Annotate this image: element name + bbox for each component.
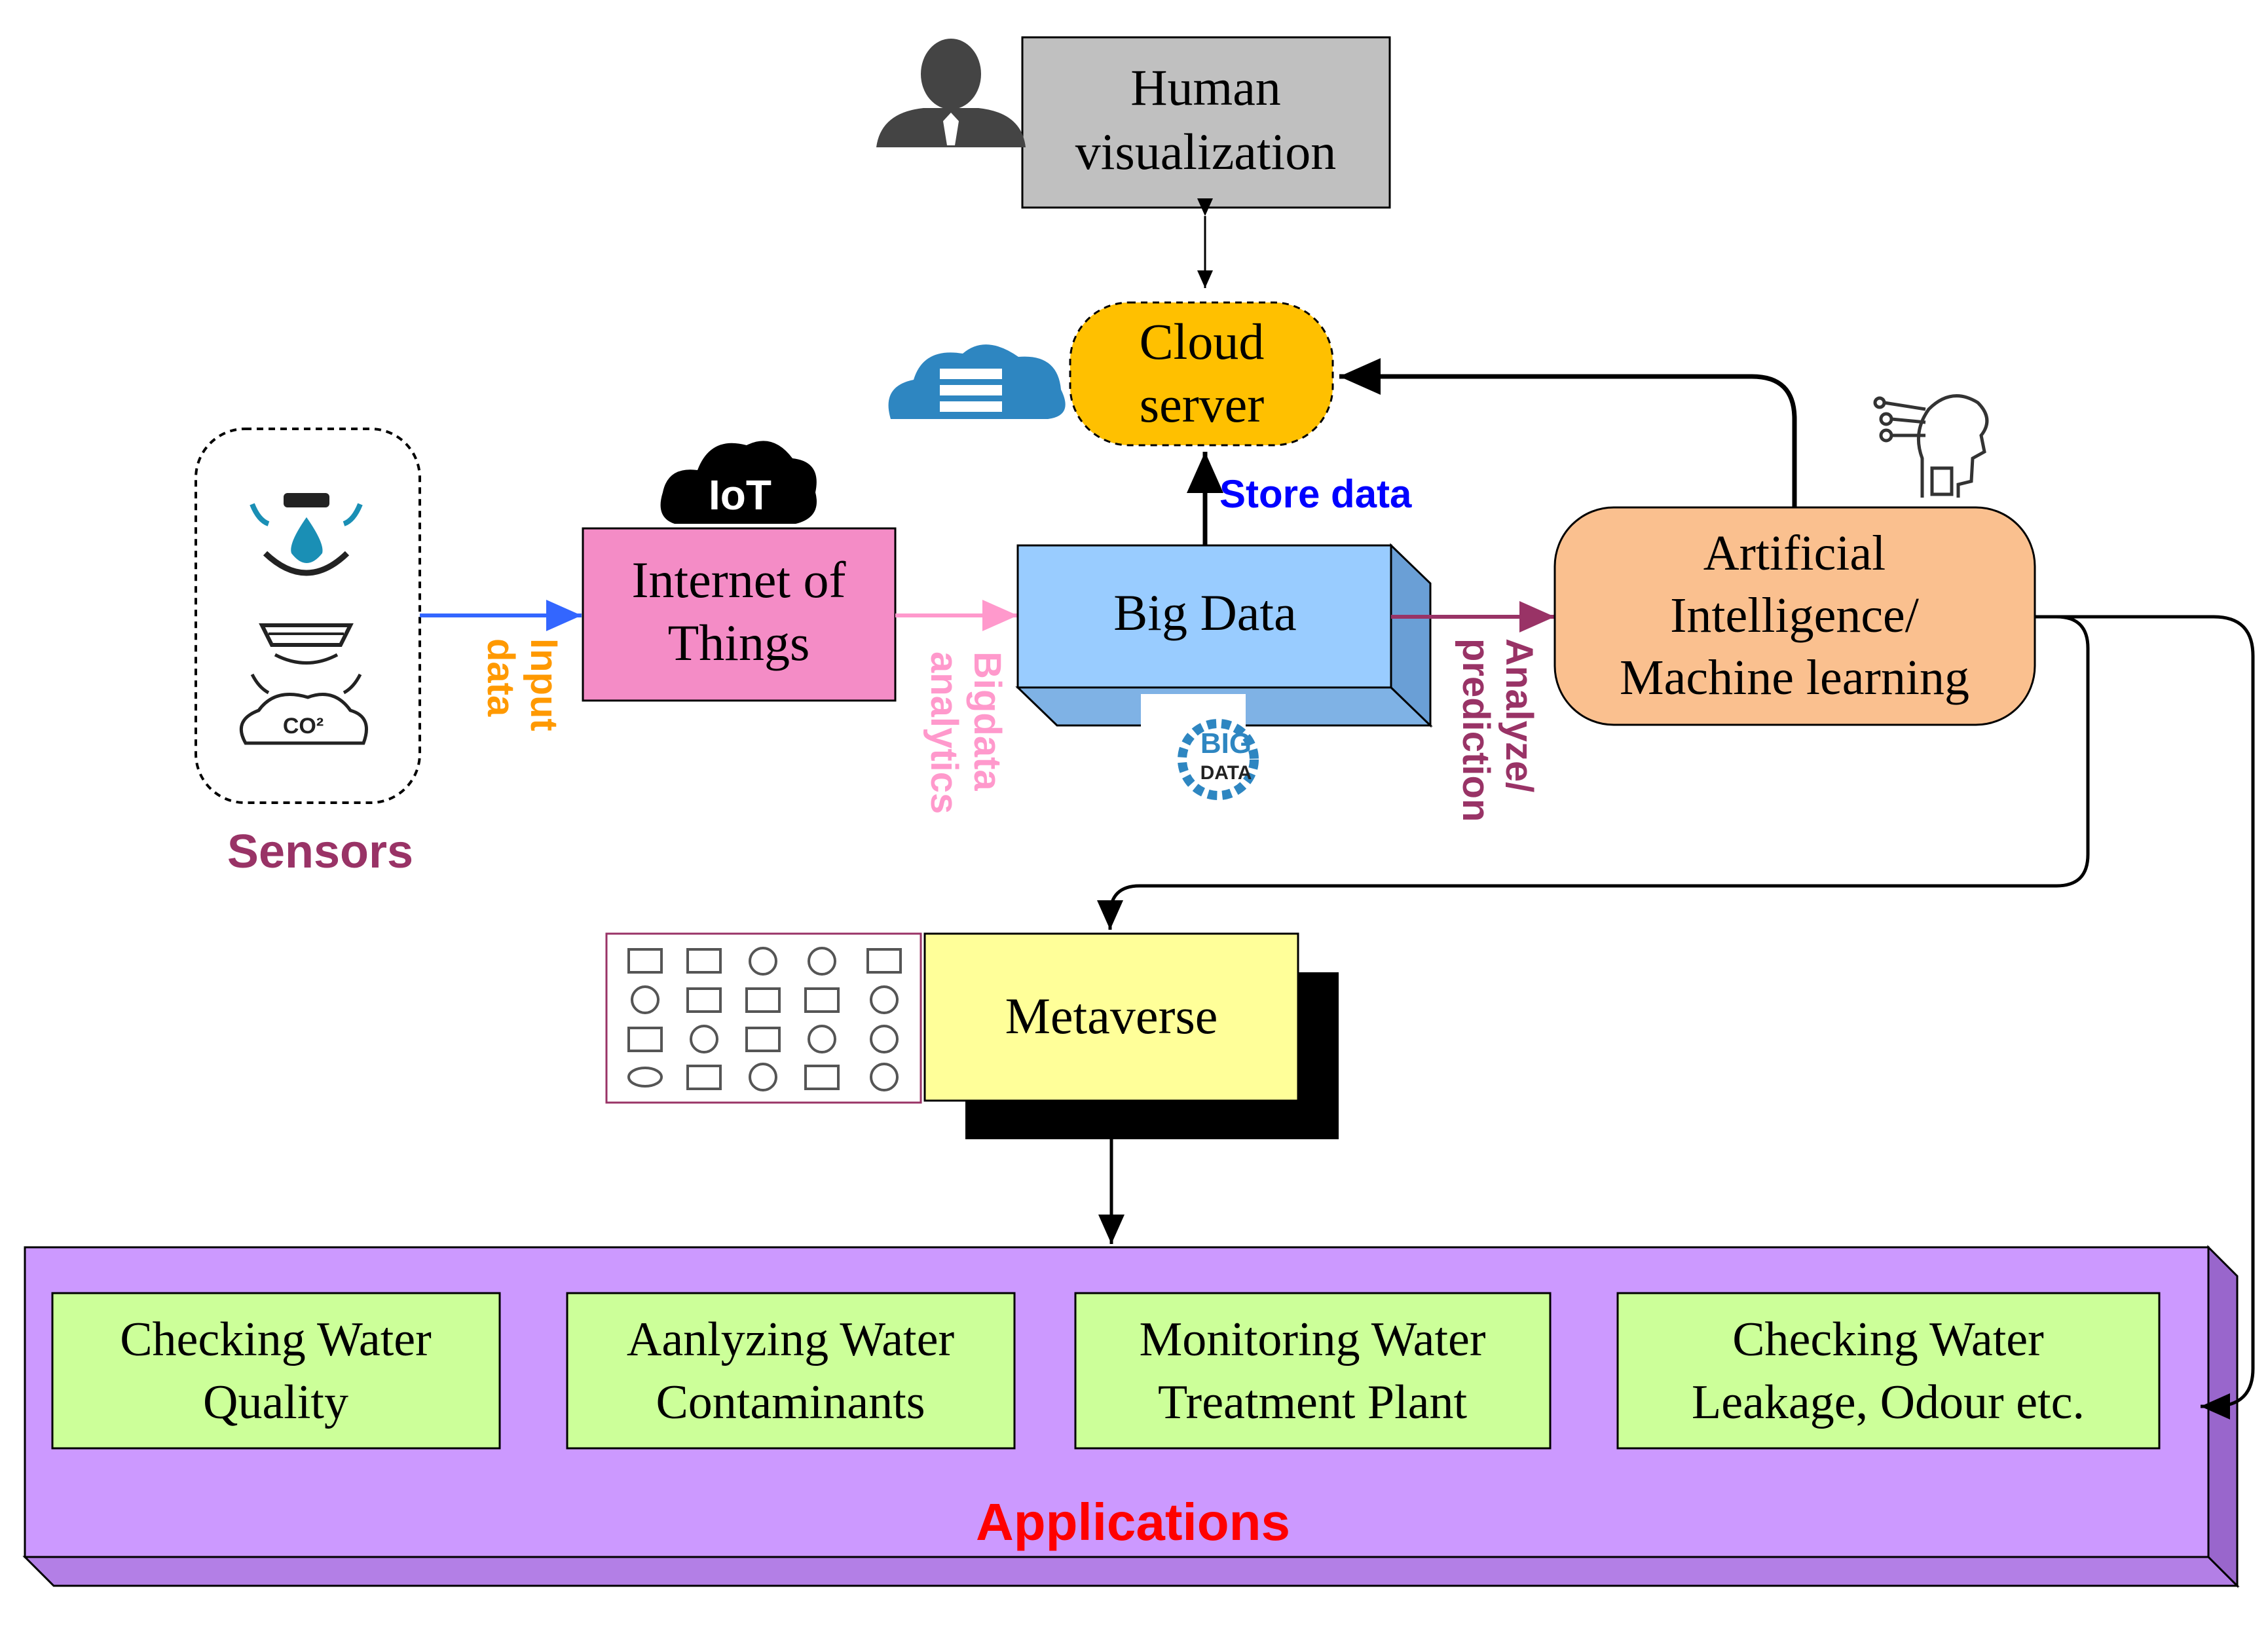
app-box-label: Quality xyxy=(203,1376,348,1429)
ai-line1: Artificial xyxy=(1703,526,1886,581)
app-box-water-quality: Checking Water Quality xyxy=(51,1292,501,1450)
sensors-group xyxy=(195,428,421,804)
app-box-label: Aanlyzing Water xyxy=(627,1313,954,1366)
ai-ml-node: Artificial Intelligence/ Machine learnin… xyxy=(1553,506,2036,726)
cloud-server-icon xyxy=(888,344,1066,419)
app-box-treatment-plant: Monitoring Water Treatment Plant xyxy=(1074,1292,1552,1450)
human-line1: Human xyxy=(1130,59,1281,116)
app-box-water-contaminants: Aanlyzing Water Contaminants xyxy=(566,1292,1016,1450)
app-box-label: Treatment Plant xyxy=(1158,1376,1468,1429)
co2-sensor-icon: CO² xyxy=(239,623,368,745)
water-sensor-icon xyxy=(250,493,363,576)
svg-text:prediction: prediction xyxy=(1455,638,1497,822)
cloud-server-node: Cloud server xyxy=(1069,301,1334,447)
metaverse-label: Metaverse xyxy=(1005,987,1218,1044)
app-box-label: Checking Water xyxy=(120,1313,432,1366)
iot-cloud-icon: IoT xyxy=(660,441,817,524)
human-visualization-node: Human visualization xyxy=(1021,36,1391,209)
big-data-gear-icon: BIG DATA xyxy=(1141,694,1259,815)
svg-text:data: data xyxy=(479,638,522,717)
ai-cloud-arrow xyxy=(1339,358,1797,507)
app-box-label: Monitoring Water xyxy=(1139,1313,1485,1366)
cloud-line1: Cloud xyxy=(1140,313,1265,370)
app-box-label: Checking Water xyxy=(1732,1313,2044,1366)
ai-applications-arrow xyxy=(2035,615,2255,1419)
bigdata-label: Big Data xyxy=(1113,584,1296,641)
svg-text:Bigdata: Bigdata xyxy=(966,651,1009,791)
svg-text:Input: Input xyxy=(523,638,565,731)
ai-line2: Intelligence/ xyxy=(1670,588,1920,643)
co2-label: CO² xyxy=(283,714,324,739)
cloud-line2: server xyxy=(1140,376,1265,433)
store-data-label: Store data xyxy=(1219,472,1412,516)
sensors-label: Sensors xyxy=(227,826,413,878)
ai-head-icon xyxy=(1873,394,1989,498)
bigdata-analytics-label: Bigdata analytics xyxy=(923,651,1009,814)
applications-title: Applications xyxy=(976,1493,1290,1551)
app-box-label: Leakage, Odour etc. xyxy=(1692,1376,2085,1429)
analyze-label: Analyze/ prediction xyxy=(1455,638,1540,822)
big-logo-line2: DATA xyxy=(1200,762,1252,784)
input-data-label: Input data xyxy=(479,638,565,731)
metaverse-node: Metaverse xyxy=(923,932,1339,1139)
app-box-label: Contaminants xyxy=(656,1376,925,1429)
iot-line1: Internet of xyxy=(631,551,846,608)
human-line2: visualization xyxy=(1075,123,1337,180)
big-logo-line1: BIG xyxy=(1200,727,1252,760)
ai-line3: Machine learning xyxy=(1620,650,1969,705)
person-icon xyxy=(876,39,1026,147)
ai-metaverse-arrow xyxy=(1097,615,2090,930)
svg-text:analytics: analytics xyxy=(923,651,965,814)
iot-logo-text: IoT xyxy=(709,471,771,519)
iot-line2: Things xyxy=(668,614,810,671)
app-box-leakage-odour: Checking Water Leakage, Odour etc. xyxy=(1616,1292,2161,1450)
iot-node: Internet of Things xyxy=(582,527,897,702)
metaverse-icon-grid xyxy=(605,932,922,1104)
svg-text:Analyze/: Analyze/ xyxy=(1498,638,1540,792)
